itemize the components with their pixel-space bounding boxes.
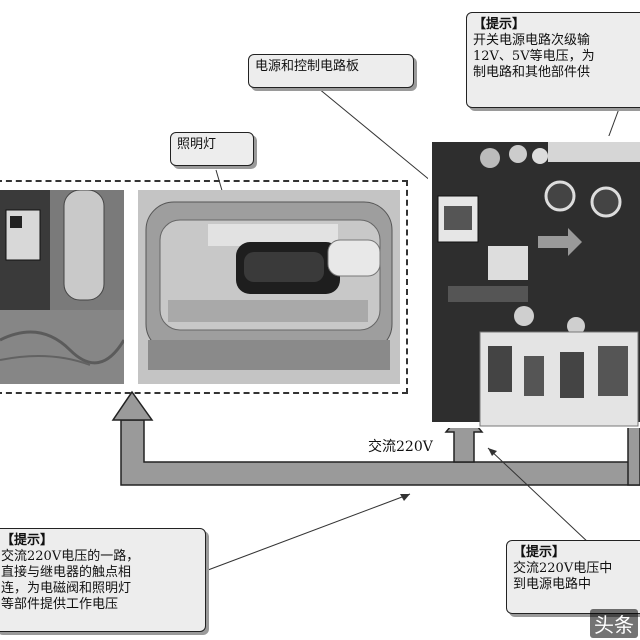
circuit-board-photo [428,136,640,428]
tip-line: 直接与继电器的触点相 [1,565,132,580]
watermark: 头条 [590,609,638,638]
ac-220v-label: 交流220V [368,439,433,455]
relay-valve-photo [0,190,124,384]
lamp-callout: 照明灯 [170,132,254,166]
leader-tip-bottom-left-head [400,494,410,501]
tip-line: 开关电源电路次级输 [473,33,591,48]
tip-line: 交流220V电压的一路， [1,549,140,564]
tip-line: 到电源电路中 [513,577,592,592]
tip-line: 交流220V电压中 [513,561,613,576]
tip-title: 【提示】 [513,545,566,560]
leader-tip-bottom-right-head [488,448,497,456]
photo-group-frame [0,180,408,394]
tip-line: 12V、5V等电压，为 [473,49,595,64]
up-arrow-to-lamp-box [111,390,154,421]
leader-tip-bottom-right [487,447,591,545]
tip-line: 制电路和其他部件供 [473,65,591,80]
power-board-label: 电源和控制电路板 [255,59,360,74]
lamp-label: 照明灯 [177,137,217,152]
tip-line: 等部件提供工作电压 [1,597,119,612]
right-flow-stub [627,419,640,486]
power-board-callout: 电源和控制电路板 [248,54,414,88]
tip-callout-bottom-left: 【提示】 交流220V电压的一路， 直接与继电器的触点相 连，为电磁阀和照明灯 … [0,528,206,632]
tip-callout-top-right: 【提示】 开关电源电路次级输 12V、5V等电压，为 制电路和其他部件供 [466,12,640,108]
tip-title: 【提示】 [473,17,526,32]
tip-line: 连，为电磁阀和照明灯 [1,581,132,596]
leader-tip-bottom-left [199,493,411,574]
tip-title: 【提示】 [1,533,54,548]
leader-power-board [317,87,449,196]
tip-callout-bottom-right: 【提示】 交流220V电压中 到电源电路中 [506,540,640,614]
lamp-photo [138,190,400,384]
